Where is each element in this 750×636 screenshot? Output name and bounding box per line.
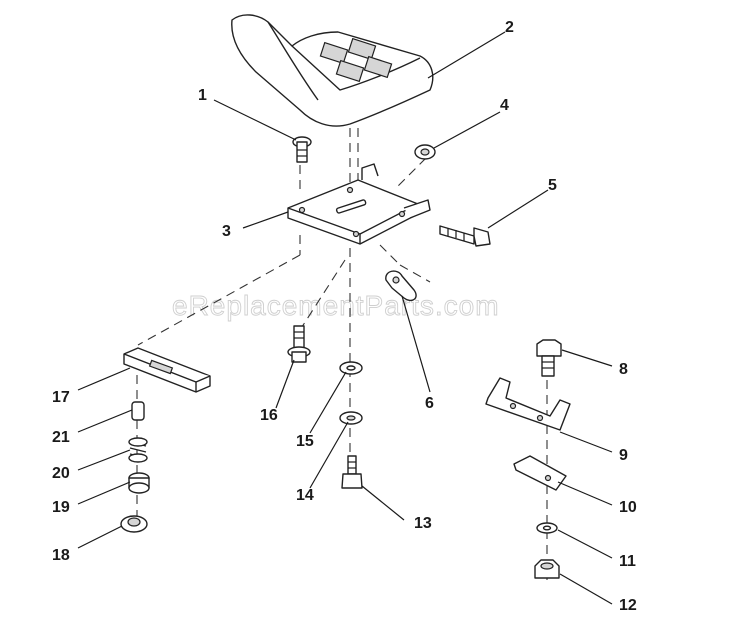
shoulder-bolt[interactable] [287, 325, 311, 363]
flat-washer-lower[interactable] [339, 411, 363, 425]
leader-lines [77, 31, 613, 605]
spring-plate[interactable] [513, 455, 567, 491]
callout-10[interactable]: 10 [619, 499, 637, 516]
pin[interactable] [131, 401, 145, 421]
watermark-text: eReplacementParts.com [172, 290, 500, 321]
callout-13[interactable]: 13 [414, 515, 432, 532]
callout-12[interactable]: 12 [619, 597, 637, 614]
flat-washer-upper[interactable] [339, 361, 363, 375]
slide-bracket[interactable] [123, 347, 211, 393]
callout-11[interactable]: 11 [619, 553, 636, 570]
callout-3[interactable]: 3 [222, 223, 231, 240]
carriage-bolt[interactable] [292, 136, 312, 163]
callout-9[interactable]: 9 [619, 447, 628, 464]
callout-labels: 1 2 3 4 5 6 8 9 10 11 12 13 14 15 16 17 … [52, 19, 637, 614]
hex-bolt[interactable] [439, 225, 491, 247]
spring-clip[interactable] [385, 270, 417, 302]
callout-1[interactable]: 1 [198, 87, 207, 104]
callout-8[interactable]: 8 [619, 361, 628, 378]
callout-14[interactable]: 14 [296, 487, 314, 504]
flange-nut[interactable] [414, 144, 436, 160]
callout-18[interactable]: 18 [52, 547, 70, 564]
callout-5[interactable]: 5 [548, 177, 557, 194]
hex-flange-nut[interactable] [120, 515, 148, 533]
compression-spring[interactable] [128, 437, 148, 463]
flat-washer-right[interactable] [536, 522, 558, 534]
seat[interactable] [231, 14, 434, 127]
hex-nut[interactable] [534, 559, 560, 579]
callout-21[interactable]: 21 [52, 429, 70, 446]
adjustment-knob[interactable] [128, 472, 150, 494]
callout-16[interactable]: 16 [260, 407, 278, 424]
callout-20[interactable]: 20 [52, 465, 70, 482]
callout-4[interactable]: 4 [500, 97, 509, 114]
seat-mounting-plate[interactable] [287, 163, 431, 245]
callout-2[interactable]: 2 [505, 19, 514, 36]
hex-bolt-right[interactable] [536, 339, 562, 377]
callout-15[interactable]: 15 [296, 433, 314, 450]
callout-6[interactable]: 6 [425, 395, 434, 412]
callout-17[interactable]: 17 [52, 389, 70, 406]
seat-bracket[interactable] [485, 377, 571, 431]
callout-19[interactable]: 19 [52, 499, 70, 516]
hex-cap-screw[interactable] [341, 455, 363, 489]
